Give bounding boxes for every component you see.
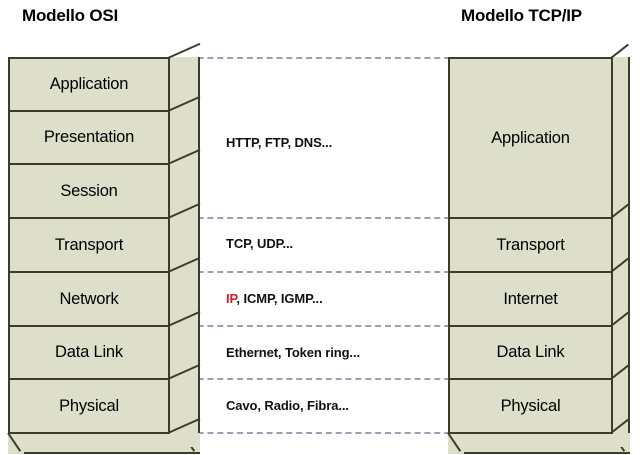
tcpip-layer-transport-label: Transport [496, 235, 565, 254]
tcpip-layer-datalink[interactable]: Data Link [450, 327, 611, 380]
protocol-internet-highlight: IP [226, 291, 237, 306]
osi-stack: Application Presentation Session Transpo… [7, 42, 201, 454]
connector-line-datalink-physical [168, 378, 460, 380]
protocol-label-internet: IP, ICMP, IGMP... [226, 291, 323, 306]
connector-line-top [168, 57, 460, 59]
connector-line-session-transport [168, 217, 460, 219]
osi-layer-presentation[interactable]: Presentation [10, 112, 168, 165]
osi-layer-network-label: Network [59, 289, 119, 308]
osi-layer-datalink[interactable]: Data Link [10, 327, 168, 380]
osi-layer-transport[interactable]: Transport [10, 219, 168, 273]
tcpip-layer-application-label: Application [491, 128, 570, 147]
protocol-label-transport: TCP, UDP... [226, 236, 293, 251]
osi-layer-session-label: Session [60, 181, 118, 200]
tcpip-stack-side-panel [610, 43, 630, 447]
protocol-label-datalink: Ethernet, Token ring... [226, 345, 360, 360]
osi-layer-physical[interactable]: Physical [10, 380, 168, 432]
connector-line-bottom [168, 432, 460, 434]
osi-layer-application-label: Application [49, 75, 129, 93]
tcpip-stack: Application Transport Internet Data Link… [447, 43, 630, 454]
tcpip-layer-application[interactable]: Application [450, 59, 611, 219]
osi-layer-presentation-label: Presentation [43, 128, 135, 146]
connector-line-network-datalink [168, 325, 460, 327]
protocol-label-application: HTTP, FTP, DNS... [226, 135, 332, 150]
protocol-label-physical: Cavo, Radio, Fibra... [226, 398, 349, 413]
tcpip-model-title: Modello TCP/IP [461, 6, 582, 25]
protocol-physical-text: Cavo, Radio, Fibra... [226, 398, 349, 413]
osi-layer-application[interactable]: Application [10, 59, 168, 112]
osi-layer-physical-label: Physical [59, 396, 119, 415]
osi-layer-session[interactable]: Session [10, 165, 168, 219]
protocol-transport-text: TCP, UDP... [226, 236, 294, 251]
osi-layer-transport-label: Transport [54, 235, 124, 254]
tcpip-layer-physical-label: Physical [500, 396, 561, 415]
tcpip-layer-physical[interactable]: Physical [450, 380, 611, 432]
osi-layer-datalink-label: Data Link [55, 343, 123, 361]
osi-stack-side-panel [167, 42, 201, 447]
osi-stack-bottom-face [7, 432, 200, 454]
tcpip-stack-front-face: Application Transport Internet Data Link… [448, 57, 613, 434]
tcpip-layer-datalink-label: Data Link [496, 343, 565, 361]
protocol-datalink-text: Ethernet, Token ring... [226, 345, 360, 360]
tcpip-layer-transport[interactable]: Transport [450, 219, 611, 273]
tcpip-stack-bottom-face [447, 432, 630, 454]
tcpip-layer-internet-label: Internet [503, 289, 558, 308]
osi-layer-network[interactable]: Network [10, 273, 168, 327]
osi-model-title: Modello OSI [22, 6, 119, 25]
connector-line-transport-network [168, 271, 460, 273]
tcpip-layer-internet[interactable]: Internet [450, 273, 611, 327]
osi-stack-front-face: Application Presentation Session Transpo… [8, 57, 170, 434]
protocol-application-text: HTTP, FTP, DNS... [226, 135, 333, 150]
protocol-internet-text: , ICMP, IGMP... [236, 291, 323, 306]
